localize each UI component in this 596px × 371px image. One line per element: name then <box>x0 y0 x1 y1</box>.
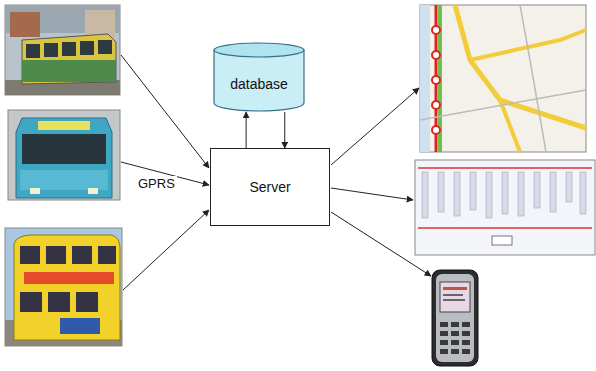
map-screenshot <box>420 5 586 152</box>
server-box: Server <box>210 148 330 226</box>
timeline-screenshot <box>415 160 595 255</box>
node-text: Server <box>249 179 290 195</box>
tram-photo <box>8 110 120 200</box>
mobile-phone <box>432 270 478 366</box>
tram-photo <box>5 5 120 95</box>
data-arrows <box>121 55 431 290</box>
data-link <box>284 112 285 148</box>
data-link <box>246 112 247 148</box>
database-cylinder: database <box>213 42 305 112</box>
node-text: database <box>230 76 288 92</box>
tram-photo <box>5 228 122 346</box>
link-label: GPRS <box>136 176 177 191</box>
